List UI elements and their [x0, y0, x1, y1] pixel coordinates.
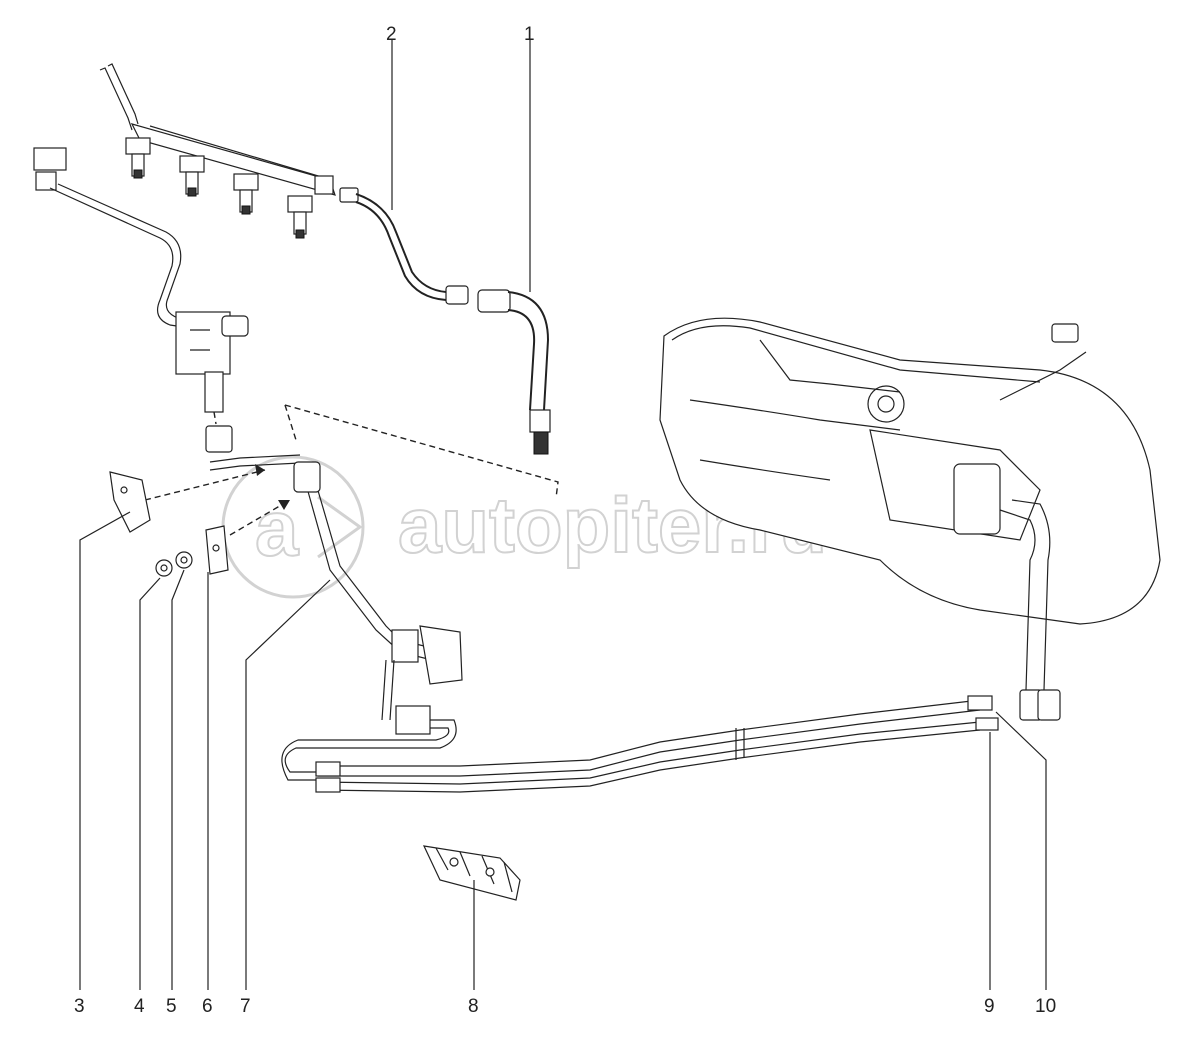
- purge-valve: [175, 311, 231, 375]
- callout-labels: 1 2 3 4 5 6 7 8 9 10: [74, 24, 1056, 1017]
- routing-guides: [144, 404, 559, 536]
- callout-10: 10: [1035, 996, 1056, 1017]
- line-clip: [391, 629, 419, 663]
- injector-2: [179, 155, 205, 197]
- callout-9: 9: [984, 996, 995, 1017]
- tank-module: [953, 463, 1001, 535]
- fuel-line-assembly: [209, 454, 463, 781]
- callout-2: 2: [386, 24, 397, 45]
- leader-lines: [79, 40, 1047, 990]
- fuel-rail-assembly: [99, 63, 336, 239]
- purge-line-assembly: [33, 147, 249, 453]
- watermark-logo-letter: a: [255, 484, 299, 572]
- bracket-3: [109, 471, 151, 533]
- callout-1: 1: [524, 24, 535, 45]
- callout-6: 6: [202, 996, 213, 1017]
- injector-4: [287, 195, 313, 239]
- callout-4: 4: [134, 996, 145, 1017]
- injector-3: [233, 173, 259, 215]
- bracket-6: [205, 525, 229, 575]
- nut-4: [155, 559, 173, 577]
- callout-7: 7: [240, 996, 251, 1017]
- hose-1: [477, 289, 551, 455]
- long-fuel-lines: [315, 695, 999, 793]
- callout-8: 8: [468, 996, 479, 1017]
- hose-2: [339, 187, 469, 305]
- watermark-logo-arrow: [317, 495, 363, 559]
- injector-1: [125, 137, 151, 179]
- callout-3: 3: [74, 996, 85, 1017]
- washer-5: [175, 551, 193, 569]
- connector-top: [33, 147, 67, 171]
- clip-8: [422, 845, 521, 901]
- fuel-tank: [659, 317, 1161, 721]
- callout-5: 5: [166, 996, 177, 1017]
